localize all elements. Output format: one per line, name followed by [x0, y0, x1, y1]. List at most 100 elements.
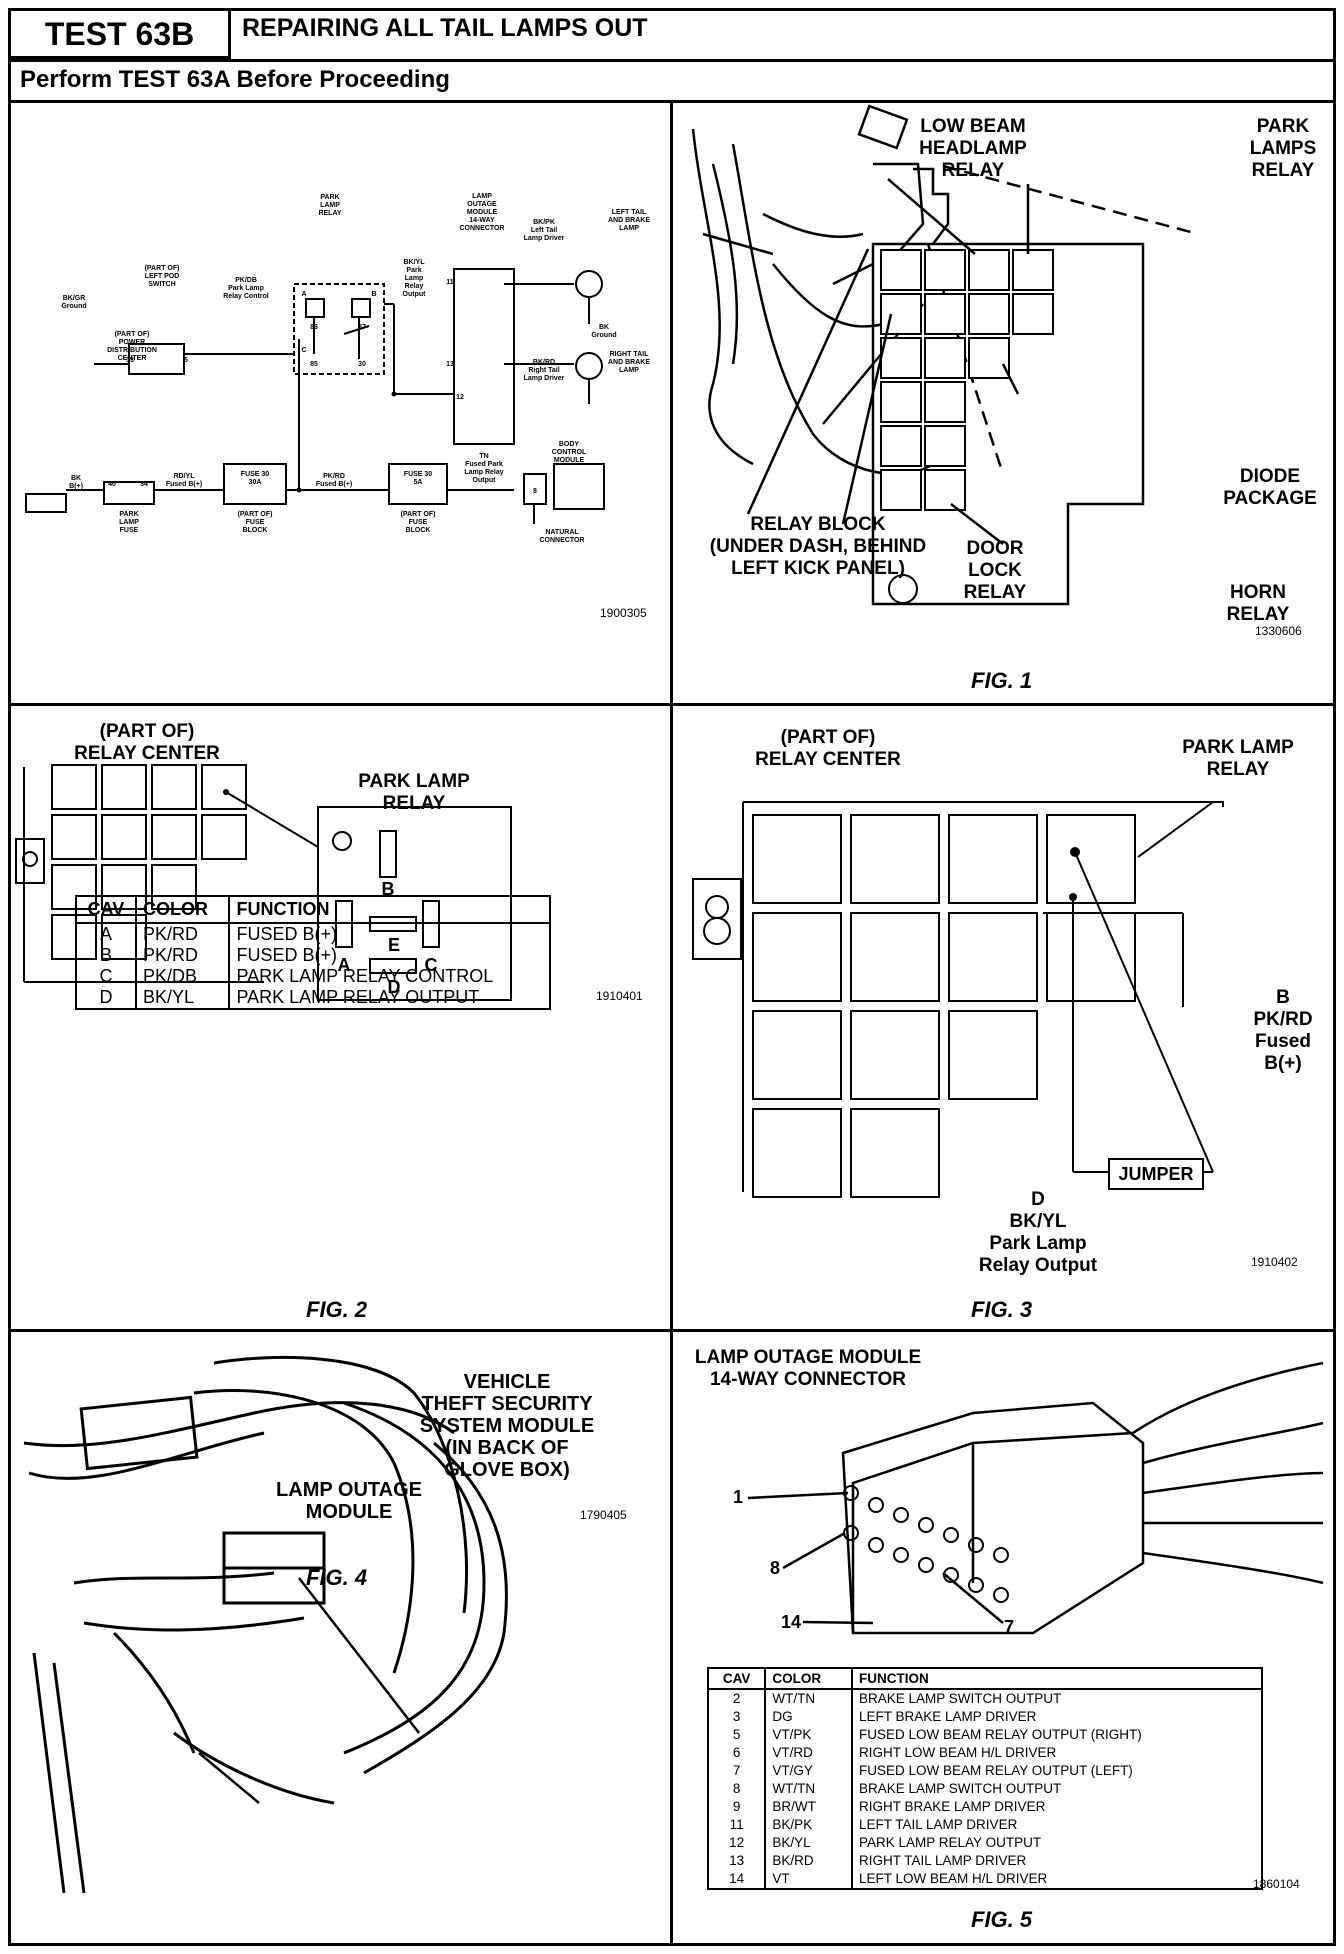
- sch-pin: 13: [126, 357, 134, 364]
- fig5-pin-8: 8: [769, 1558, 780, 1578]
- table-cell: BK/YL: [135, 987, 231, 1009]
- sch-park-lamp-relay-3: RELAY: [318, 210, 341, 217]
- table-cell: RIGHT LOW BEAM H/L DRIVER: [859, 1745, 1057, 1760]
- sch-tn-4: Output: [473, 477, 497, 484]
- sch-left-lamp-3: LAMP: [619, 225, 639, 232]
- sch-pin: A: [301, 291, 306, 298]
- fig2-pin-b: B: [381, 879, 395, 899]
- fig1-caption: FIG. 1: [971, 668, 1033, 693]
- table-cell: LEFT LOW BEAM H/L DRIVER: [859, 1871, 1048, 1886]
- fig2-pin-a: A: [337, 955, 351, 975]
- sch-left-driver-2: Left Tail: [531, 227, 557, 234]
- table-cell: 13: [708, 1852, 767, 1870]
- sch-plfuse-3: FUSE: [120, 527, 139, 534]
- sch-tn-2: Fused Park: [465, 461, 503, 468]
- table-cell: D: [76, 987, 137, 1009]
- table-cell: PARK LAMP RELAY OUTPUT: [236, 987, 480, 1007]
- sch-fuse30a-1: FUSE 30: [241, 471, 270, 478]
- sch-bcm-3: MODULE: [554, 457, 585, 464]
- sch-pdc-2: POWER: [119, 339, 145, 346]
- sch-right-driver-1: BK/RD: [533, 359, 555, 366]
- sch-bkyl-4: Relay: [405, 283, 424, 290]
- fig4-drawing: [23, 1355, 508, 1894]
- sch-park-lamp-relay-2: LAMP: [320, 202, 340, 209]
- column-divider: [670, 100, 673, 1946]
- table-cell: BK/YL: [765, 1834, 854, 1852]
- table-cell: BK/PK: [765, 1816, 854, 1834]
- sch-pin: 86: [310, 324, 318, 331]
- sch-right-lamp-3: LAMP: [619, 367, 639, 374]
- sch-pkdb-2: Park Lamp: [228, 285, 264, 292]
- sch-plfuse-2: LAMP: [119, 519, 139, 526]
- fig5-pin-14: 14: [780, 1612, 802, 1632]
- sch-left-driver-3: Lamp Driver: [524, 235, 565, 242]
- table-header: FUNCTION: [852, 1668, 1262, 1690]
- sch-pin: 30: [358, 361, 366, 368]
- table-cell: A: [76, 923, 137, 945]
- table-cell: PK/RD: [135, 945, 231, 966]
- sch-tn-3: Lamp Relay: [464, 469, 503, 476]
- fig5-drawing: [747, 1361, 1324, 1635]
- table-cell: 14: [708, 1870, 767, 1889]
- sch-fuseblock2-3: BLOCK: [406, 527, 431, 534]
- sch-pin: 12: [456, 394, 464, 401]
- fig3-drawing: [692, 801, 1224, 1198]
- sch-pkdb-3: Relay Control: [223, 293, 269, 300]
- sch-pdc-3: DISTRIBUTION: [107, 347, 157, 354]
- sch-rdyl-1: RD/YL: [174, 473, 196, 480]
- fig2-relay-center: (PART OF)RELAY CENTER: [74, 721, 220, 764]
- table-cell: 3: [708, 1708, 767, 1726]
- sch-right-lamp-2: AND BRAKE: [608, 359, 650, 366]
- sch-lom-5: CONNECTOR: [460, 225, 505, 232]
- page-subtitle: Perform TEST 63A Before Proceeding: [20, 66, 450, 93]
- table-cell: FUSED LOW BEAM RELAY OUTPUT (LEFT): [859, 1763, 1133, 1778]
- sch-pin: 85: [310, 361, 318, 368]
- table-cell: BRAKE LAMP SWITCH OUTPUT: [859, 1781, 1062, 1796]
- sch-fuseblock-3: BLOCK: [243, 527, 268, 534]
- table-cell: C: [76, 966, 137, 987]
- table-cell: B: [76, 945, 137, 966]
- sch-right-driver-2: Right Tail: [528, 367, 559, 374]
- table-header: COLOR: [765, 1668, 854, 1690]
- sch-pdc-4: CENTER: [118, 355, 147, 362]
- table-cell: FUSED LOW BEAM RELAY OUTPUT (RIGHT): [859, 1727, 1142, 1742]
- fig4-caption: FIG. 4: [306, 1565, 368, 1590]
- table-header: CAV: [76, 896, 137, 924]
- sch-fuseblock-1: (PART OF): [238, 511, 273, 518]
- table-cell: VT/PK: [765, 1726, 854, 1744]
- sch-pdc-1: (PART OF): [115, 331, 150, 338]
- page-title: REPAIRING ALL TAIL LAMPS OUT: [242, 14, 648, 42]
- sch-plfuse-1: PARK: [119, 511, 138, 518]
- row-divider: [11, 1329, 1333, 1332]
- figure-code: 1790405: [580, 1508, 627, 1522]
- schematic-drawing: PARK LAMP RELAY (PART OF) LEFT POD SWITC…: [25, 193, 650, 544]
- table-cell: DG: [765, 1708, 854, 1726]
- table-cell: PARK LAMP RELAY OUTPUT: [859, 1835, 1042, 1850]
- figure-code: 1910402: [1251, 1255, 1298, 1269]
- fig3-caption: FIG. 3: [971, 1297, 1033, 1322]
- sch-natural-1: NATURAL: [545, 529, 579, 536]
- sch-pod-switch-2: LEFT POD: [145, 273, 180, 280]
- sch-pin: 11: [446, 279, 454, 286]
- table-cell: LEFT BRAKE LAMP DRIVER: [859, 1709, 1037, 1724]
- table-cell: VT/RD: [765, 1744, 854, 1762]
- sch-park-lamp-relay-1: PARK: [320, 194, 339, 201]
- table-cell: FUSED B(+): [236, 924, 337, 944]
- sch-right-driver-3: Lamp Driver: [524, 375, 565, 382]
- sch-bk-b-1: BK: [71, 475, 81, 482]
